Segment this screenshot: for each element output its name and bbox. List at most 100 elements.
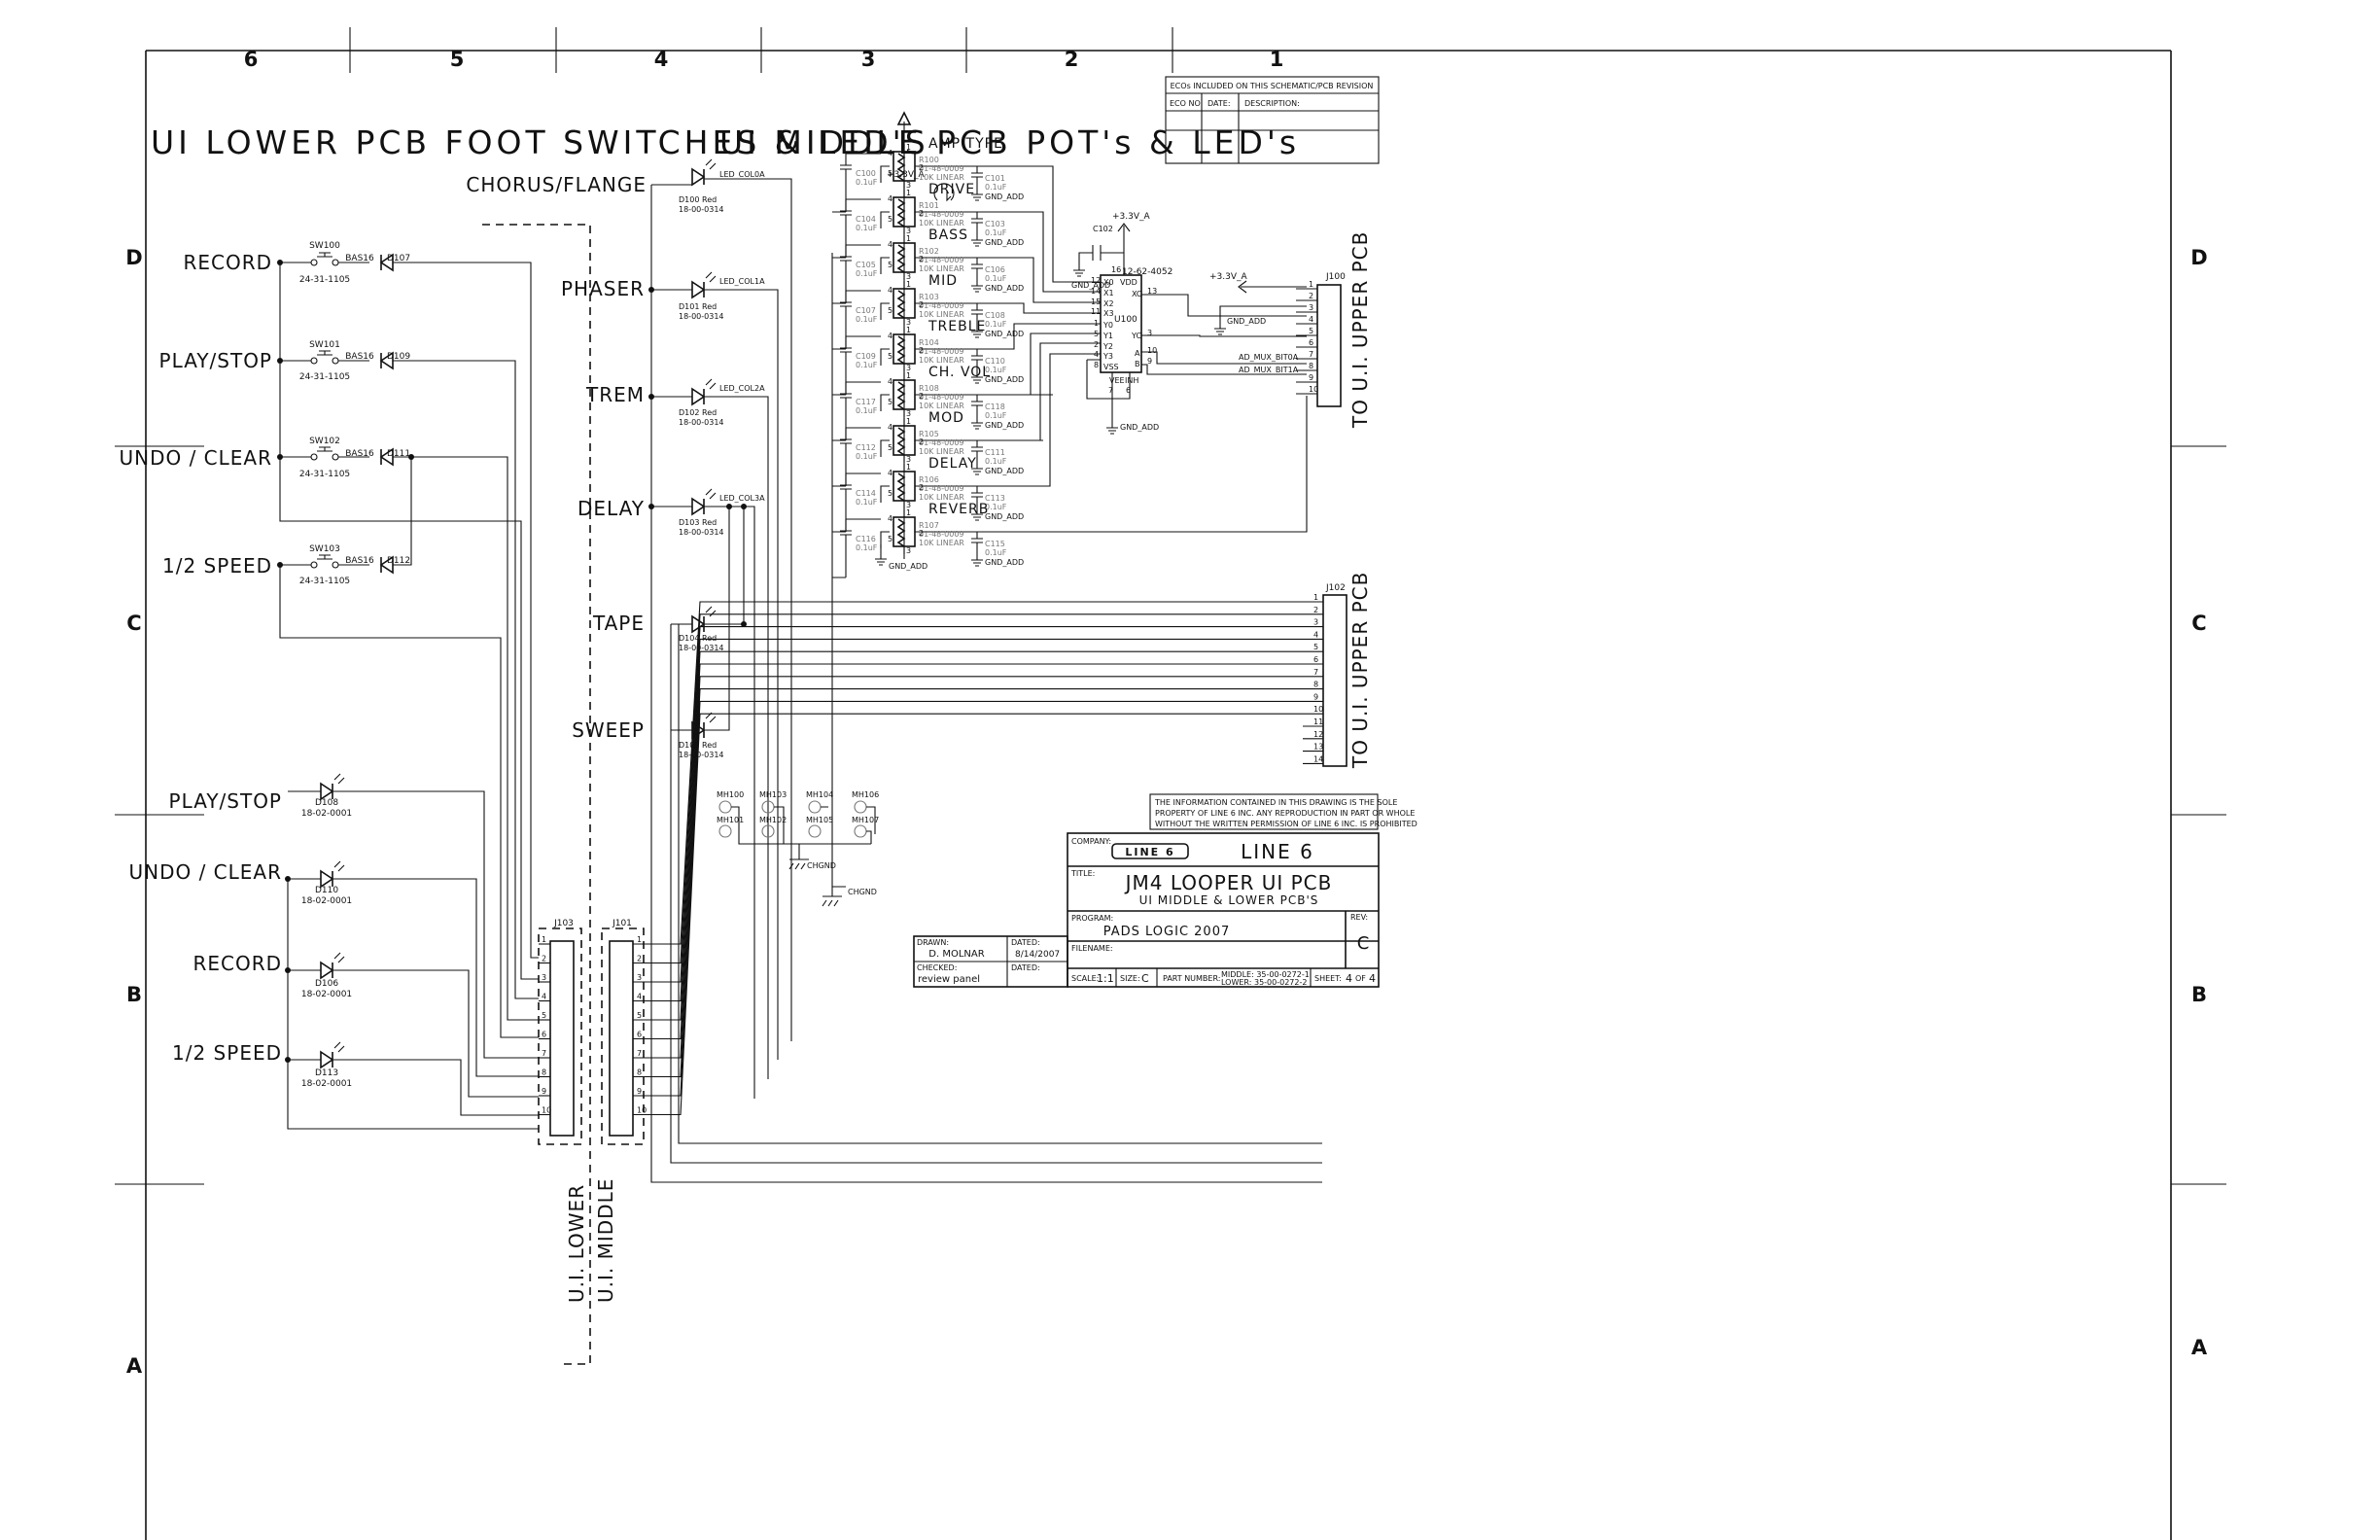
company-label: COMPANY: bbox=[1071, 837, 1111, 846]
row-b-left: B bbox=[126, 983, 142, 1006]
pot-pin: 3 bbox=[906, 181, 911, 190]
pot-label: CH. VOL bbox=[928, 365, 991, 380]
mled-label-chorus: CHORUS/FLANGE bbox=[466, 173, 647, 196]
pot-value: 10K LINEAR bbox=[919, 356, 964, 365]
rev-label: REV: bbox=[1350, 913, 1368, 922]
j103-pin: 10 bbox=[542, 1106, 551, 1115]
pot-pin: 2 bbox=[919, 392, 924, 401]
mux-pin-y3: Y3 bbox=[1102, 352, 1113, 361]
company-name: LINE 6 bbox=[1241, 840, 1314, 863]
j102-pin: 3 bbox=[1313, 618, 1318, 627]
diode-ref: D112 bbox=[387, 556, 410, 566]
col-2: 2 bbox=[1065, 48, 1079, 71]
switch-label: UNDO / CLEAR bbox=[119, 446, 272, 470]
pot-part: 01-48-0009 bbox=[919, 164, 964, 173]
net-led-col3a: LED_COL3A bbox=[719, 494, 765, 503]
cap-right-ref: C106 bbox=[985, 265, 1005, 274]
j103-pin: 6 bbox=[542, 1031, 546, 1039]
pot-pin: 4 bbox=[888, 286, 892, 295]
ui-lower-label: U.I. LOWER bbox=[565, 1184, 588, 1303]
led-ref: D110 bbox=[315, 886, 338, 895]
switch-part: 24-31-1105 bbox=[299, 470, 350, 479]
pot-label: BASS bbox=[928, 228, 968, 243]
pot-pin: 1 bbox=[906, 371, 911, 380]
pot-label: TREBLE bbox=[928, 319, 986, 334]
net-mux1: AD_MUX_BIT1A bbox=[1239, 366, 1299, 374]
j101-pin: 3 bbox=[637, 973, 642, 982]
pot-pin: 1 bbox=[906, 280, 911, 289]
pot-pin: 2 bbox=[919, 300, 924, 309]
j100-pin: 2 bbox=[1309, 292, 1313, 300]
pot-value: 10K LINEAR bbox=[919, 173, 964, 182]
j100-vcc: +3.3V_A bbox=[1209, 272, 1248, 282]
middle-section-title: UI MIDDLE PCB POT's & LED's bbox=[719, 123, 1300, 161]
part-lower: LOWER: 35-00-0272-2 bbox=[1221, 978, 1307, 987]
mh106: MH106 bbox=[852, 790, 879, 799]
mux-n7: 7 bbox=[1108, 386, 1113, 395]
row-a-left: A bbox=[126, 1354, 143, 1378]
cap-right-value: 0.1uF bbox=[985, 548, 1007, 557]
board-boundaries: J103 J101 U.I. LOWER U.I. MIDDLE bbox=[482, 224, 645, 1365]
cap-right-ref: C108 bbox=[985, 311, 1005, 320]
mux-n5: 5 bbox=[1094, 330, 1099, 338]
mh105: MH105 bbox=[806, 816, 833, 824]
pot-value: 10K LINEAR bbox=[919, 219, 964, 228]
pot-label: REVERB bbox=[928, 502, 989, 517]
j100-pin: 1 bbox=[1309, 280, 1313, 289]
cap-left-value: 0.1uF bbox=[856, 406, 878, 415]
switch-part: 24-31-1105 bbox=[299, 577, 350, 586]
cap-left-value: 0.1uF bbox=[856, 224, 878, 232]
col-1: 1 bbox=[1270, 48, 1284, 71]
row-c-right: C bbox=[2191, 612, 2206, 635]
pot-value: 10K LINEAR bbox=[919, 493, 964, 502]
mled-color: Red bbox=[702, 741, 717, 750]
mled-label-tape: TAPE bbox=[592, 612, 645, 635]
pot-gnd: GND_ADD bbox=[985, 284, 1024, 293]
pot-ref: R101 bbox=[919, 201, 939, 210]
pot-gnd: GND_ADD bbox=[985, 238, 1024, 247]
diode-part: BAS16 bbox=[345, 352, 374, 362]
cap-right-value: 0.1uF bbox=[985, 503, 1007, 511]
chgnd-label: CHGND bbox=[848, 888, 877, 896]
pot-label: DRIVE bbox=[928, 182, 975, 197]
pot-gnd-bottom: GND_ADD bbox=[889, 562, 928, 571]
eco-box: ECOs INCLUDED ON THIS SCHEMATIC/PCB REVI… bbox=[1165, 76, 1380, 164]
scale-value: 1:1 bbox=[1097, 972, 1114, 985]
led-ref: D108 bbox=[315, 798, 338, 808]
j103-pin: 1 bbox=[542, 935, 546, 944]
pot-pin: 1 bbox=[906, 463, 911, 472]
cap-left-value: 0.1uF bbox=[856, 543, 878, 552]
pot-ref: R102 bbox=[919, 247, 939, 256]
net-led-col0a: LED_COL0A bbox=[719, 170, 765, 179]
mux-n8: 8 bbox=[1094, 361, 1099, 369]
j103-pin: 2 bbox=[542, 955, 546, 963]
pot-ref: R106 bbox=[919, 475, 939, 484]
pot-gnd: GND_ADD bbox=[985, 512, 1024, 521]
mled-ref: D103 bbox=[679, 518, 699, 527]
pot-gnd: GND_ADD bbox=[985, 375, 1024, 384]
dated-value: 8/14/2007 bbox=[1015, 950, 1060, 960]
switch-label: PLAY/STOP bbox=[159, 349, 272, 372]
switch-record: RECORD SW100 24-31-1105 BAS16 D107 bbox=[183, 241, 410, 285]
mux-pin-x2: X2 bbox=[1103, 299, 1114, 308]
j102-ref: J102 bbox=[1325, 583, 1346, 593]
mux-pin-yc: YC bbox=[1131, 332, 1141, 340]
j102-pin: 4 bbox=[1313, 630, 1318, 639]
j102-pin: 9 bbox=[1313, 692, 1318, 701]
j100-pin: 7 bbox=[1309, 350, 1313, 359]
mux-n15: 15 bbox=[1091, 298, 1101, 306]
j100-pin: 9 bbox=[1309, 373, 1313, 382]
led-label-half-speed: 1/2 SPEED bbox=[172, 1041, 282, 1065]
j102-pin: 13 bbox=[1313, 743, 1323, 752]
eco-description-label: DESCRIPTION: bbox=[1244, 99, 1300, 108]
cap-right-value: 0.1uF bbox=[985, 366, 1007, 374]
cap-left-ref: C117 bbox=[856, 398, 876, 406]
mux-pin-x3: X3 bbox=[1103, 309, 1114, 318]
pot-label: MID bbox=[928, 273, 958, 289]
cap-left-ref: C114 bbox=[856, 489, 876, 498]
pot-pin: 4 bbox=[888, 332, 892, 340]
